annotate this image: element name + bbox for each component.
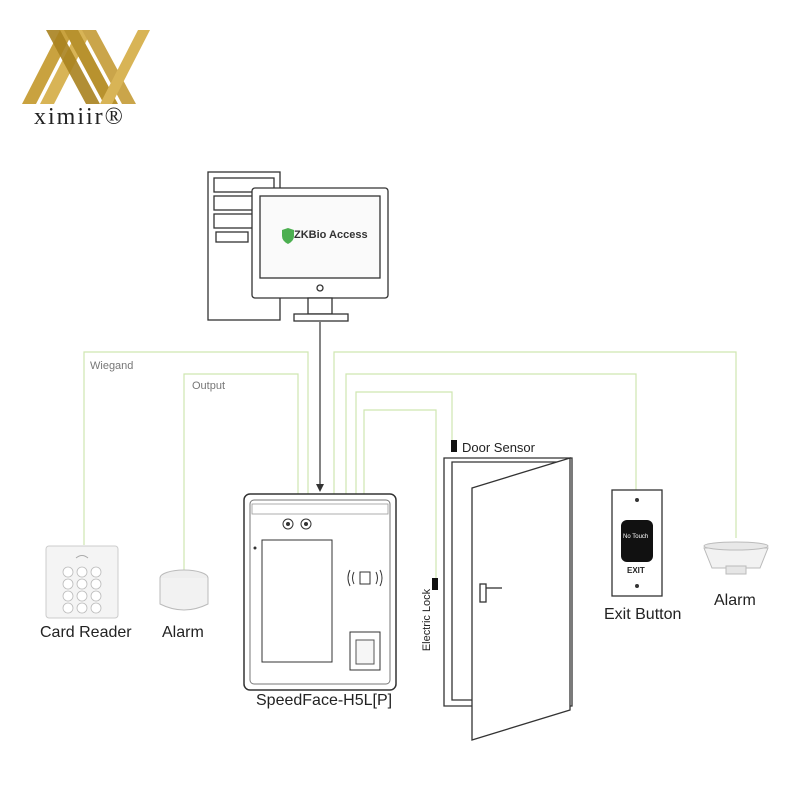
alarm-left-label: Alarm xyxy=(162,624,204,641)
wiring xyxy=(83,351,737,582)
exit-button-face-text: No Touch xyxy=(623,534,649,540)
brand-logo-text: ximiir® xyxy=(34,104,125,130)
output-label: Output xyxy=(192,380,226,392)
electric-lock-marker xyxy=(432,578,438,590)
card-reader-device xyxy=(45,545,119,619)
monitor xyxy=(251,187,389,322)
alarm-siren-left xyxy=(159,569,209,611)
door xyxy=(443,457,573,741)
alarm-right-label: Alarm xyxy=(714,592,756,609)
exit-button-label: Exit Button xyxy=(604,606,682,623)
electric-lock-label: Electric Lock xyxy=(421,588,434,652)
network-cable xyxy=(316,322,324,492)
door-sensor-marker xyxy=(451,440,457,452)
door-sensor-label: Door Sensor xyxy=(462,440,535,455)
terminal-device xyxy=(243,493,397,691)
zkbio-shield-icon xyxy=(282,228,294,244)
zkbio-access-title: ZKBio Access xyxy=(294,229,368,241)
brand-logo-mark xyxy=(22,30,150,104)
exit-button-caption: EXIT xyxy=(627,566,645,575)
card-reader-label: Card Reader xyxy=(40,624,132,641)
exit-button-device xyxy=(611,489,663,597)
terminal-label: SpeedFace-H5L[P] xyxy=(256,692,393,709)
alarm-detector-right xyxy=(703,541,769,575)
wiegand-label: Wiegand xyxy=(90,360,134,372)
